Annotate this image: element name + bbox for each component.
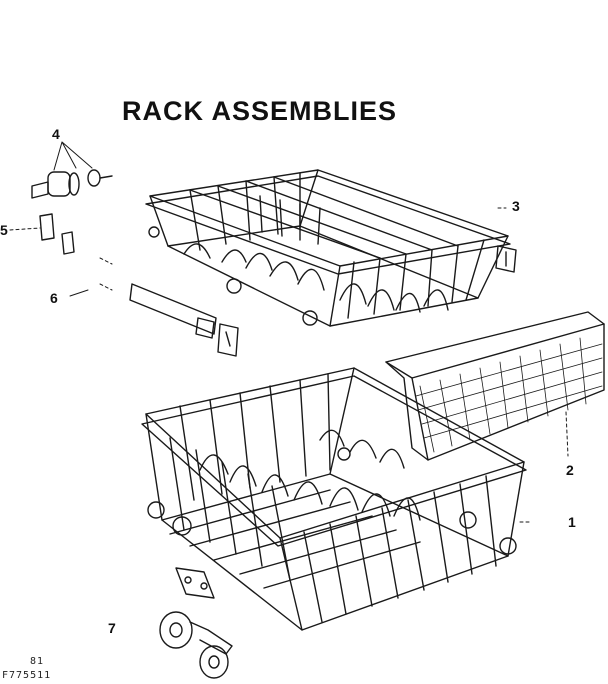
silverware-basket	[385, 311, 605, 461]
diagram-title: RACK ASSEMBLIES	[122, 96, 398, 126]
callout-5: 5	[0, 222, 8, 238]
leader-lines	[497, 207, 531, 523]
upper-rack-hardware	[9, 141, 239, 357]
lower-rack	[141, 367, 527, 631]
callout-1: 1	[568, 514, 576, 530]
upper-rack	[145, 169, 517, 327]
callout-3: 3	[512, 198, 520, 214]
drawing-code-line2: F775511	[2, 670, 52, 681]
callout-2: 2	[566, 462, 574, 478]
callout-4: 4	[52, 126, 60, 142]
callout-6: 6	[50, 290, 58, 306]
callout-7: 7	[108, 620, 116, 636]
wheel-assembly	[159, 567, 233, 679]
drawing-code-line1: 81	[30, 656, 45, 667]
